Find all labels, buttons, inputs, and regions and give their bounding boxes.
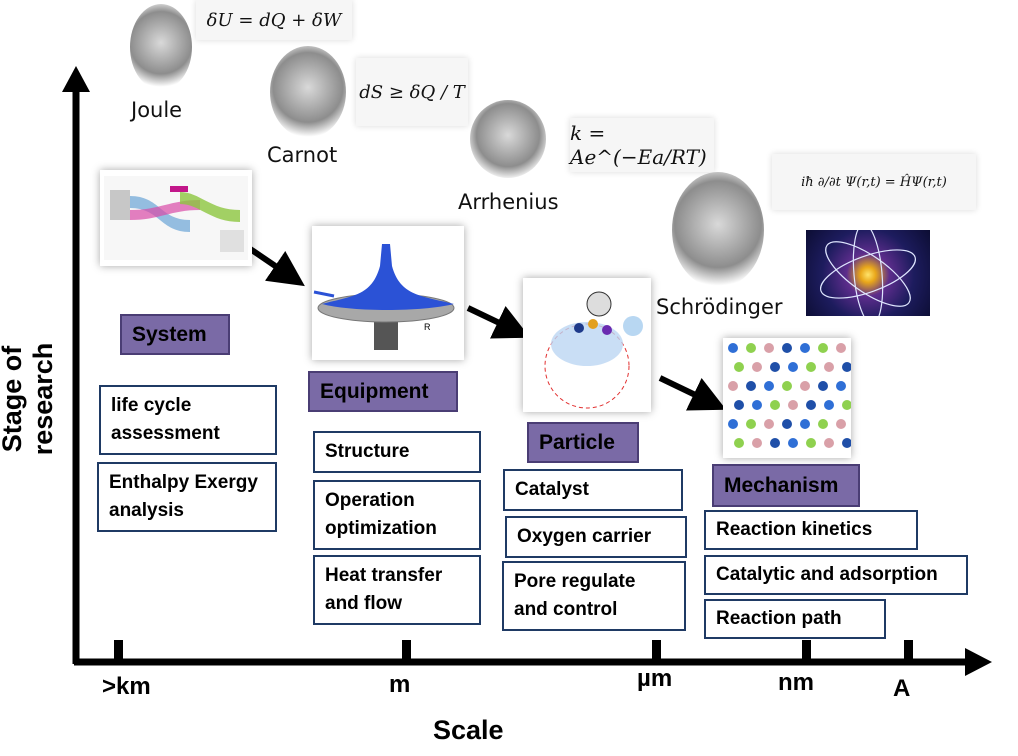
y-axis-arrowhead — [62, 66, 90, 92]
arrhenius-name: Arrhenius — [458, 190, 559, 214]
carnot-portrait — [270, 46, 346, 138]
crystal-atom — [752, 362, 762, 372]
crystal-atom — [824, 362, 834, 372]
crystal-atom — [746, 381, 756, 391]
item-structure: Structure — [313, 431, 481, 473]
y-axis-label: Stage of research — [0, 342, 58, 456]
tick-label-m: m — [389, 671, 411, 698]
crystal-atom — [806, 400, 816, 410]
joule-portrait — [130, 4, 192, 90]
crystal-atom — [752, 400, 762, 410]
crystal-atom — [806, 362, 816, 372]
stage-particle-label: Particle — [527, 422, 639, 463]
arrow-equipment-particle — [466, 305, 531, 339]
crystal-atom — [782, 419, 792, 429]
crystal-atom — [836, 419, 846, 429]
item-catalyst: Catalyst — [503, 469, 683, 511]
stage-system-label: System — [120, 314, 230, 355]
crystal-atom — [782, 343, 792, 353]
tick-m — [402, 640, 411, 660]
schrodinger-formula: iħ ∂/∂t Ψ(r,t) = ĤΨ(r,t) — [772, 154, 976, 210]
crystal-atom — [764, 381, 774, 391]
crystal-atom — [800, 419, 810, 429]
crystal-atom — [746, 343, 756, 353]
joule-formula: δU = dQ + δW — [196, 0, 352, 40]
crystal-atom — [818, 419, 828, 429]
item-operation-optimization: Operation optimization — [313, 480, 481, 550]
tick-label-um: µm — [637, 665, 673, 692]
crystal-atom — [836, 381, 846, 391]
item-reaction-path: Reaction path — [704, 599, 886, 639]
tick-label-nm: nm — [778, 669, 814, 696]
system-flow-diagram-image — [100, 170, 252, 266]
crystal-atom — [728, 343, 738, 353]
x-axis-label: Scale — [433, 715, 504, 745]
schrodinger-portrait — [672, 172, 764, 288]
item-life-cycle-assessment: life cycle assessment — [99, 385, 277, 455]
crystal-atom — [818, 343, 828, 353]
arrow-particle-mechanism — [658, 375, 727, 411]
crystal-atom — [734, 438, 744, 448]
carnot-name: Carnot — [267, 143, 338, 167]
item-reaction-kinetics: Reaction kinetics — [704, 510, 918, 550]
crystal-atom — [800, 381, 810, 391]
crystal-atom — [734, 400, 744, 410]
particle-diagram-image — [523, 278, 651, 412]
crystal-atom — [746, 419, 756, 429]
stage-equipment-label: Equipment — [308, 371, 458, 412]
item-oxygen-carrier: Oxygen carrier — [505, 516, 687, 558]
crystal-atom — [842, 362, 852, 372]
arrhenius-portrait — [470, 100, 546, 178]
crystal-atom — [800, 343, 810, 353]
tick-km — [114, 640, 123, 660]
crystal-atom — [770, 400, 780, 410]
crystal-atom — [734, 362, 744, 372]
crystal-atom — [764, 419, 774, 429]
svg-text:R: R — [424, 322, 431, 332]
tick-label-a: A — [893, 675, 911, 702]
crystal-atom — [788, 362, 798, 372]
crystal-atom — [842, 438, 852, 448]
tick-a — [904, 640, 913, 660]
item-enthalpy-exergy-analysis: Enthalpy Exergy analysis — [97, 462, 277, 532]
stage-mechanism-label: Mechanism — [712, 464, 860, 507]
joule-name: Joule — [131, 98, 183, 122]
mechanism-crystal-image — [723, 338, 852, 458]
crystal-atom — [842, 400, 852, 410]
crystal-atom — [824, 400, 834, 410]
tick-um — [652, 640, 661, 660]
crystal-atom — [788, 438, 798, 448]
item-catalytic-and-adsorption: Catalytic and adsorption — [704, 555, 968, 595]
tick-nm — [802, 640, 811, 660]
crystal-atom — [836, 343, 846, 353]
crystal-atom — [818, 381, 828, 391]
schrodinger-name: Schrödinger — [656, 295, 783, 319]
crystal-atom — [770, 438, 780, 448]
crystal-atom — [824, 438, 834, 448]
crystal-atom — [728, 381, 738, 391]
tick-label-km: >km — [102, 673, 151, 700]
x-axis-arrowhead — [965, 648, 992, 676]
crystal-atom — [806, 438, 816, 448]
arrhenius-formula: k = Ae^(−Ea/RT) — [570, 118, 714, 172]
crystal-atom — [752, 438, 762, 448]
crystal-atom — [782, 381, 792, 391]
item-heat-transfer-and-flow: Heat transfer and flow — [313, 555, 481, 625]
item-pore-regulate-and-control: Pore regulate and control — [502, 561, 686, 631]
crystal-atom — [770, 362, 780, 372]
crystal-atom — [764, 343, 774, 353]
atom-orbit-image — [806, 223, 930, 325]
crystal-atom — [728, 419, 738, 429]
crystal-atom — [788, 400, 798, 410]
carnot-formula: dS ≥ δQ / T — [356, 58, 468, 126]
equipment-plate-image: R — [312, 226, 464, 360]
